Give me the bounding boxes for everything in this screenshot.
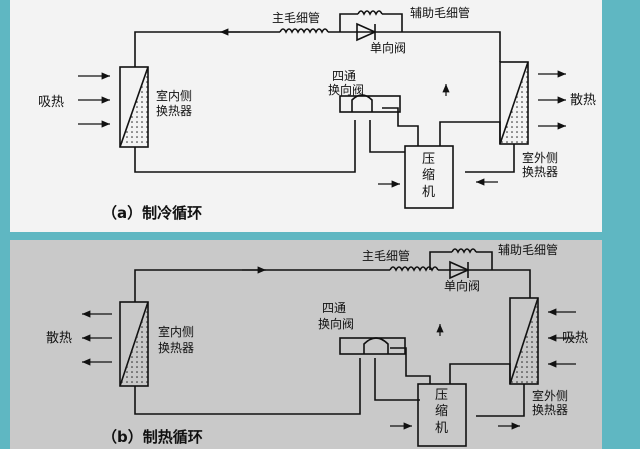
- check-valve-label: 单向阀: [444, 279, 481, 293]
- compressor-label: 压缩机: [435, 388, 449, 436]
- four-way-valve-label-1: 四通: [322, 301, 347, 315]
- main-capillary-coil: [279, 28, 329, 34]
- indoor-hx-label-1: 室内侧: [156, 89, 193, 103]
- outdoor-hx-label-1: 室外侧: [522, 151, 559, 165]
- aux-capillary-label: 辅助毛细管: [498, 243, 559, 257]
- indoor-hx-label-1: 室内侧: [158, 325, 195, 339]
- indoor-hx-label-2: 换热器: [158, 341, 195, 355]
- main-capillary-label: 主毛细管: [272, 11, 321, 25]
- cooling-diagram: [78, 10, 566, 209]
- check-valve-symbol: [356, 22, 377, 42]
- aux-capillary-coil: [357, 10, 383, 16]
- heating-cycle-panel: 主毛细管 辅助毛细管 单向阀 四通 换向阀 室内侧 换热器 室外侧 换热器 压缩…: [10, 240, 602, 449]
- main-capillary-label: 主毛细管: [362, 249, 411, 263]
- outdoor-hx-label-2: 换热器: [532, 403, 569, 417]
- aux-capillary-coil: [451, 248, 477, 254]
- compressor-label: 压缩机: [422, 152, 436, 200]
- four-way-valve-label-2: 换向阀: [318, 317, 355, 331]
- indoor-hx-label-2: 换热器: [156, 104, 193, 118]
- outdoor-hx-label-2: 换热器: [522, 165, 559, 179]
- check-valve-symbol: [449, 260, 470, 280]
- right-heat-label: 吸热: [562, 331, 589, 346]
- outdoor-hx-label-1: 室外侧: [532, 389, 569, 403]
- right-heat-label: 散热: [570, 93, 597, 108]
- check-valve-label: 单向阀: [370, 41, 407, 55]
- left-heat-label: 散热: [46, 331, 73, 346]
- aux-capillary-label: 辅助毛细管: [410, 6, 471, 20]
- four-way-valve-body: [339, 95, 401, 113]
- four-way-valve-body: [339, 337, 406, 355]
- compressor-box: [417, 383, 467, 447]
- four-way-valve-label-1: 四通: [332, 69, 357, 83]
- cooling-cycle-panel: 主毛细管 辅助毛细管 单向阀 四通 换向阀 室内侧 换热器 室外侧 换热器 压缩…: [10, 0, 602, 232]
- compressor-box: [404, 145, 454, 209]
- heating-diagram: [82, 248, 576, 447]
- cooling-caption: （a）制冷循环: [102, 204, 203, 222]
- four-way-valve-label-2: 换向阀: [328, 83, 365, 97]
- left-heat-label: 吸热: [38, 95, 65, 110]
- heating-caption: （b）制热循环: [102, 428, 203, 446]
